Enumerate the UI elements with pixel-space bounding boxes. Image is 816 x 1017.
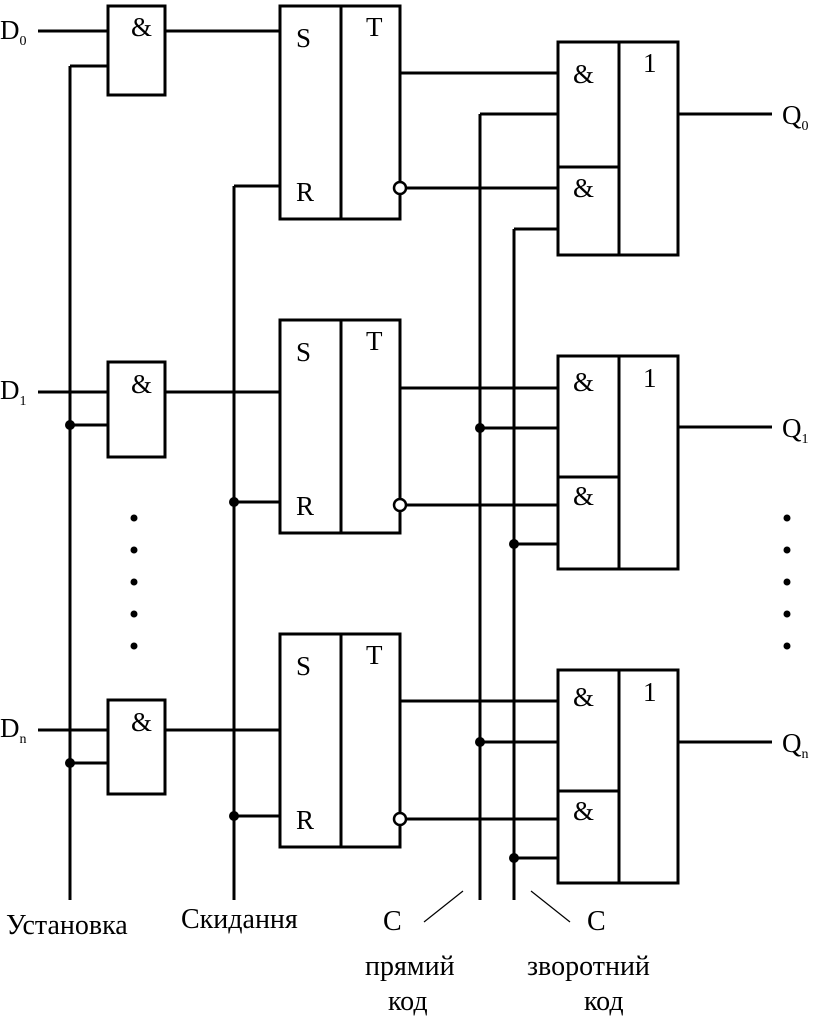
junction-dot [229, 811, 239, 821]
bit-n-stage: & S T R & & 1 [38, 632, 772, 885]
junction-dot [475, 737, 485, 747]
bit-0-stage: & S T R & & 1 [38, 4, 772, 257]
output-label-q0: Q0 [782, 100, 809, 134]
reset-input-label: R [296, 805, 314, 835]
output-ellipsis-dots [783, 514, 791, 650]
input-and-gate-0 [106, 4, 167, 97]
input-ellipsis-dots [130, 514, 138, 650]
reset-input-label: R [296, 491, 314, 521]
inverse-code-c-label: C [587, 906, 606, 937]
and-gate-symbol: & [573, 59, 594, 89]
input-label-dn: Dn [0, 713, 27, 747]
or-gate-symbol: 1 [643, 48, 657, 78]
direct-code-c-label: C [383, 906, 402, 937]
install-bus-label: Установка [6, 910, 128, 941]
junction-dot [65, 420, 75, 430]
inversion-circle [392, 180, 408, 196]
output-label-qn: Qn [782, 728, 809, 762]
junction-dot [229, 497, 239, 507]
set-input-label: S [296, 651, 311, 681]
junction-dot [509, 539, 519, 549]
set-input-label: S [296, 337, 311, 367]
inverse-code-text-2: код [584, 986, 624, 1017]
output-label-q1: Q1 [782, 413, 809, 447]
direct-code-text-1: прямий [365, 951, 455, 982]
or-gate-symbol: 1 [643, 363, 657, 393]
input-and-gate-1 [106, 360, 167, 459]
and-gate-symbol: & [573, 367, 594, 397]
and-gate-symbol: & [131, 369, 152, 399]
and-gate-symbol: & [131, 12, 152, 42]
trigger-symbol: T [366, 640, 383, 670]
or-gate-symbol: 1 [643, 677, 657, 707]
inversion-circle [392, 497, 408, 513]
and-gate-symbol: & [131, 707, 152, 737]
input-and-gate-n [106, 698, 167, 796]
set-input-label: S [296, 23, 311, 53]
and-gate-symbol: & [573, 682, 594, 712]
reset-bus-label: Скидання [181, 904, 298, 935]
junction-dot [65, 758, 75, 768]
and-gate-symbol: & [573, 481, 594, 511]
direct-code-text-2: код [388, 986, 428, 1017]
inverse-code-leader [530, 890, 571, 923]
junction-dot [475, 423, 485, 433]
trigger-symbol: T [366, 12, 383, 42]
and-gate-symbol: & [573, 173, 594, 203]
reset-input-label: R [296, 177, 314, 207]
trigger-symbol: T [366, 326, 383, 356]
inverse-code-text-1: зворотний [527, 951, 650, 982]
inversion-circle [392, 811, 408, 827]
direct-code-leader [423, 890, 464, 923]
and-gate-symbol: & [573, 796, 594, 826]
input-label-d0: D0 [0, 15, 27, 49]
junction-dot [509, 853, 519, 863]
input-label-d1: D1 [0, 375, 27, 409]
bit-1-stage: & S T R & & 1 [38, 318, 772, 571]
